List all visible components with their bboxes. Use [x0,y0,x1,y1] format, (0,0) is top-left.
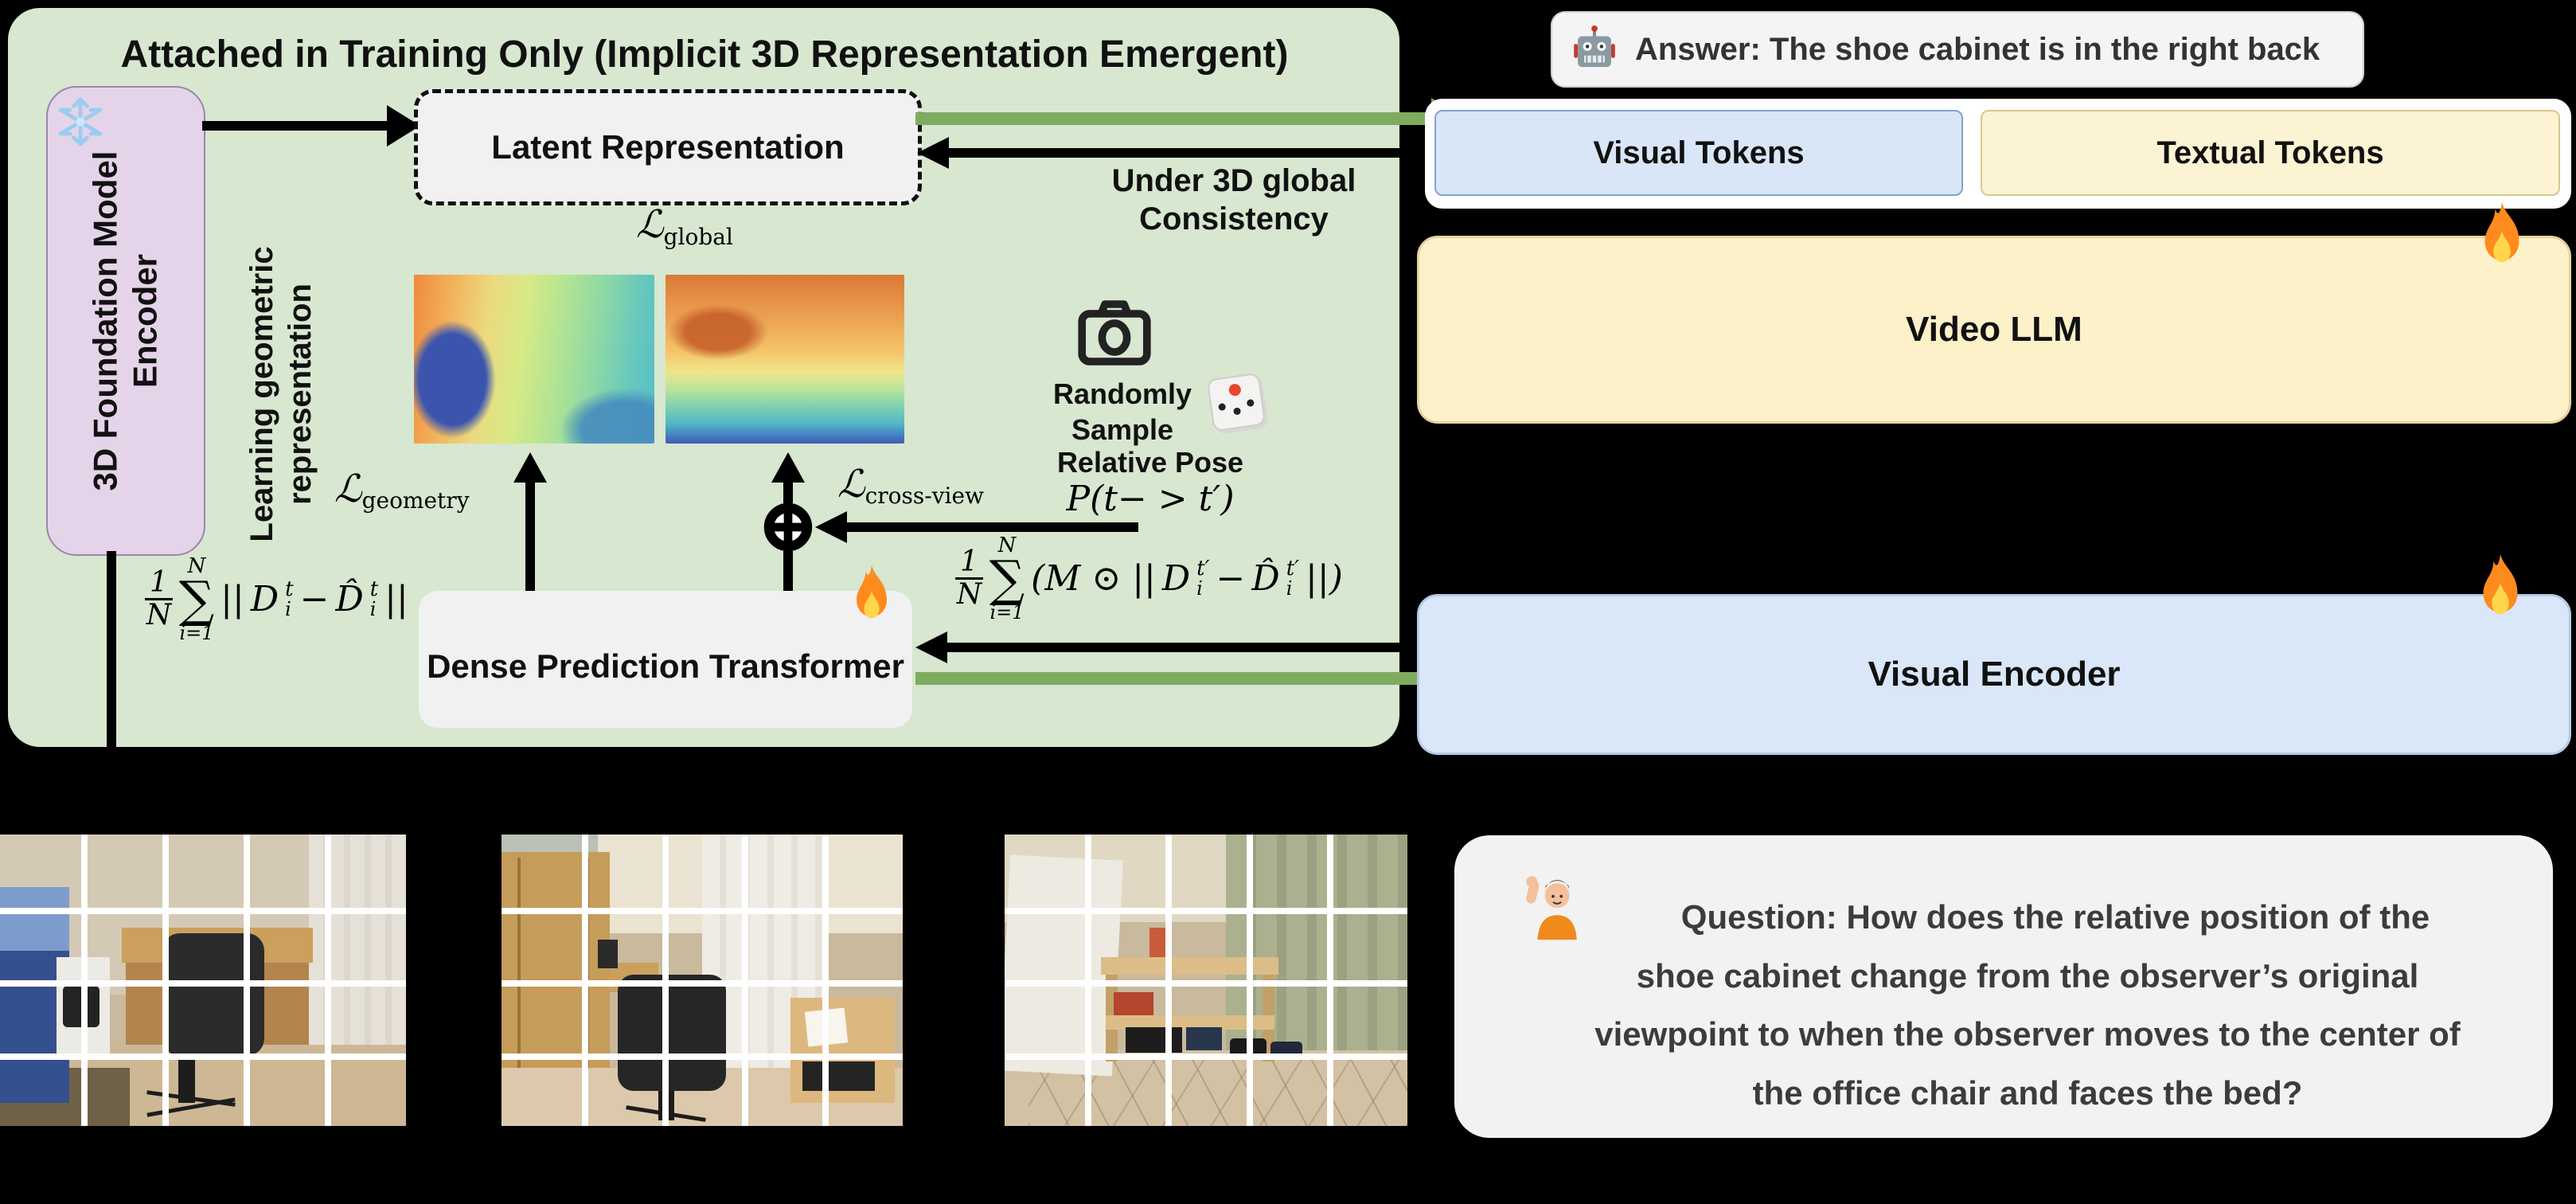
visual-tokens-box: Visual Tokens [1434,110,1963,196]
question-line: the office chair and faces the bed? [1752,1073,2303,1112]
textual-tokens-box: Textual Tokens [1981,110,2560,196]
panel-title: Attached in Training Only (Implicit 3D R… [120,33,1289,76]
green-arrow-latent-to-tokens [915,112,1433,125]
visual-encoder-box: Visual Encoder [1417,594,2571,755]
consistency-label: Under 3D global Consistency [1111,163,1356,236]
video-frame-3 [1005,835,1407,1126]
robot-icon [1571,25,1618,75]
tokens-container: Visual Tokens Textual Tokens [1425,99,2571,209]
foundation-encoder-box: 3D Foundation Model Encoder [46,86,205,556]
video-frame-1 [0,835,406,1126]
arrow-oplus-to-depth-head [771,452,805,483]
fire-icon-visual-encoder [2473,554,2528,627]
line-foundation-down [107,551,116,747]
arrow-pose-to-oplus [845,522,1138,532]
snowflake-icon [54,96,107,152]
question-line: Question: How does the relative position… [1680,898,2430,936]
green-arrow-dpt-to-encoder [915,672,1434,685]
arrow-dpt-to-depth-head [513,452,547,483]
question-box: Question: How does the relative position… [1454,835,2553,1138]
answer-text: Answer: The shoe cabinet is in the right… [1635,31,2320,67]
dpt-label: Dense Prediction Transformer [427,647,904,685]
oplus-icon [763,502,814,557]
depth-map-right [665,275,904,444]
dice-icon [1206,372,1267,432]
fire-icon-video-llm [2474,202,2530,275]
video-llm-box: Video LLM [1417,236,2571,424]
randomly-sample-label: Randomly Sample [1052,377,1192,446]
arrow-encoder-to-latent [202,121,390,131]
relative-pose-label: Relative Pose [1056,446,1244,479]
latent-representation-box: Latent Representation [414,89,922,205]
arrow-tokens-to-latent [947,148,1428,158]
answer-bar: Answer: The shoe cabinet is in the right… [1551,11,2364,88]
question-line: shoe cabinet change from the observer’s … [1636,956,2419,995]
depth-map-left [414,275,654,444]
dense-prediction-transformer-box: Dense Prediction Transformer [419,591,912,728]
video-frame-2 [502,835,903,1126]
arrow-encoder-to-dpt [946,643,1433,652]
arrow-pose-to-oplus-head [815,511,847,543]
relative-pose-math: P(t− > t′) [1066,478,1235,519]
connector-oplus-dpt [783,551,793,592]
foundation-encoder-label: 3D Foundation Model Encoder [86,150,164,491]
arrow-dpt-to-depth [525,481,535,592]
arrow-oplus-to-depth [783,481,793,503]
fire-icon-dpt [847,565,896,630]
arrow-tokens-to-latent-head [917,137,949,169]
person-raising-hand-icon [1524,874,1583,944]
question-line: viewpoint to when the observer moves to … [1594,1015,2461,1053]
question-text: Question: How does the relative position… [1550,888,2505,1122]
camera-icon [1076,296,1153,373]
arrow-encoder-to-dpt-head [915,631,947,663]
